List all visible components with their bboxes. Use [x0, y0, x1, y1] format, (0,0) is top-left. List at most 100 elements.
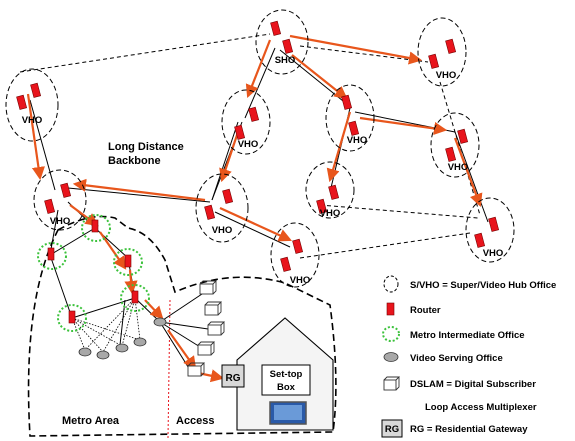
video-serving-offices — [78, 317, 167, 360]
legend-video-serving: Video Serving Office — [410, 353, 503, 364]
vho-circle-e — [325, 84, 375, 152]
router-icon — [445, 146, 457, 162]
legend-metro-office: Metro Intermediate Office — [410, 330, 525, 341]
router-icon — [91, 219, 99, 233]
video-serving-office-icon — [78, 347, 92, 357]
vho-circle-w — [5, 68, 59, 142]
router-icon — [488, 216, 500, 232]
metro-access-divider — [167, 299, 171, 439]
vho-circle-c — [221, 89, 271, 155]
metro-offices — [37, 214, 150, 332]
router-icon — [68, 310, 76, 324]
sho-circle — [255, 9, 309, 75]
set-top-box-label-2: Box — [277, 382, 296, 393]
vho-label: VHO — [436, 70, 457, 81]
vho-circle-fe — [430, 112, 480, 178]
router-icon — [124, 254, 132, 268]
dslam-icon — [197, 341, 216, 356]
legend-rg-icon: RG — [385, 424, 399, 435]
dslams — [187, 280, 226, 377]
dslam-icon — [383, 376, 401, 391]
legend: S/VHO = Super/Video Hub Office Router Me… — [381, 275, 556, 438]
legend-hub-office: S/VHO = Super/Video Hub Office — [410, 280, 556, 291]
tv-icon — [269, 401, 307, 425]
router-icon — [386, 302, 395, 316]
legend-rg: RG = Residential Gateway — [410, 424, 528, 435]
router-icon — [44, 198, 56, 214]
metro-dotted-links — [71, 297, 141, 353]
router-icon — [60, 182, 72, 198]
node-labels: SHO VHO VHO VHO VHO VHO VHO VHO VHO VHO … — [22, 55, 504, 286]
router-icon — [270, 20, 282, 36]
vho-label: VHO — [212, 225, 233, 236]
router-icon — [30, 82, 42, 98]
router-icon — [292, 238, 304, 254]
router-icon — [282, 38, 294, 54]
access-label: Access — [176, 415, 215, 427]
router-icon — [204, 204, 216, 220]
legend-router: Router — [410, 305, 441, 316]
router-icon — [457, 128, 469, 144]
legend-dslam: DSLAM = Digital Subscriber — [410, 379, 536, 390]
vho-circle-ne — [417, 17, 467, 87]
video-serving-office-icon — [115, 343, 129, 353]
backbone-label-2: Backbone — [108, 155, 161, 167]
router-icon — [428, 53, 440, 69]
router-icon — [131, 290, 139, 304]
router-icon — [341, 94, 353, 110]
vho-label: VHO — [290, 275, 311, 286]
set-top-box-icon — [261, 364, 311, 396]
metro-area-boundary — [27, 215, 337, 437]
vho-circle-s — [270, 222, 320, 288]
vho-circle-cs — [195, 173, 249, 243]
residential-gateway-icon — [221, 364, 245, 388]
router-icon — [474, 232, 486, 248]
hub-office-icon — [383, 275, 399, 293]
vho-label: VHO — [483, 248, 504, 259]
router-icon — [328, 184, 340, 200]
backbone-dashed-links — [19, 33, 481, 259]
video-serving-office-icon — [133, 337, 147, 347]
vho-label: VHO — [347, 135, 368, 146]
router-icon — [47, 247, 55, 261]
dslam-icon — [207, 321, 226, 336]
video-serving-office-icon — [96, 350, 110, 360]
vho-label: VHO — [50, 216, 71, 227]
dslam-icon — [199, 280, 218, 295]
vho-circle-mid-e — [305, 161, 355, 219]
metro-office-icon — [382, 326, 400, 342]
router-icon — [280, 256, 292, 272]
legend-dslam-2: Loop Access Multiplexer — [425, 402, 537, 413]
backbone-label: Long Distance — [108, 141, 184, 153]
metro-office-icon — [57, 304, 87, 332]
routers — [16, 20, 500, 324]
residential-gateway-icon — [381, 419, 403, 438]
router-icon — [222, 188, 234, 204]
vho-circle-se — [465, 197, 515, 263]
sho-label: SHO — [275, 55, 296, 66]
set-top-box-label: Set-top — [270, 369, 303, 380]
metro-office-icon — [37, 242, 67, 270]
router-icon — [234, 124, 246, 140]
rg-label: RG — [226, 373, 241, 384]
dslam-icon — [204, 301, 223, 316]
vho-label: VHO — [320, 208, 341, 219]
router-icon — [316, 198, 328, 214]
router-icon — [348, 120, 360, 136]
metro-area-label: Metro Area — [62, 415, 120, 427]
router-icon — [248, 106, 260, 122]
backbone-links — [29, 47, 489, 248]
vho-label: VHO — [22, 115, 43, 126]
hub-office-circles — [5, 9, 515, 288]
video-serving-office-icon — [153, 317, 167, 327]
metro-office-icon — [113, 248, 143, 276]
vho-label: VHO — [238, 139, 259, 150]
router-icon — [16, 94, 28, 110]
vho-circle-metro — [33, 169, 87, 231]
metro-office-icon — [120, 284, 150, 312]
dslam-icon — [187, 362, 206, 377]
metro-office-icon — [81, 214, 111, 242]
video-serving-office-icon — [383, 352, 399, 362]
vho-label: VHO — [448, 162, 469, 173]
